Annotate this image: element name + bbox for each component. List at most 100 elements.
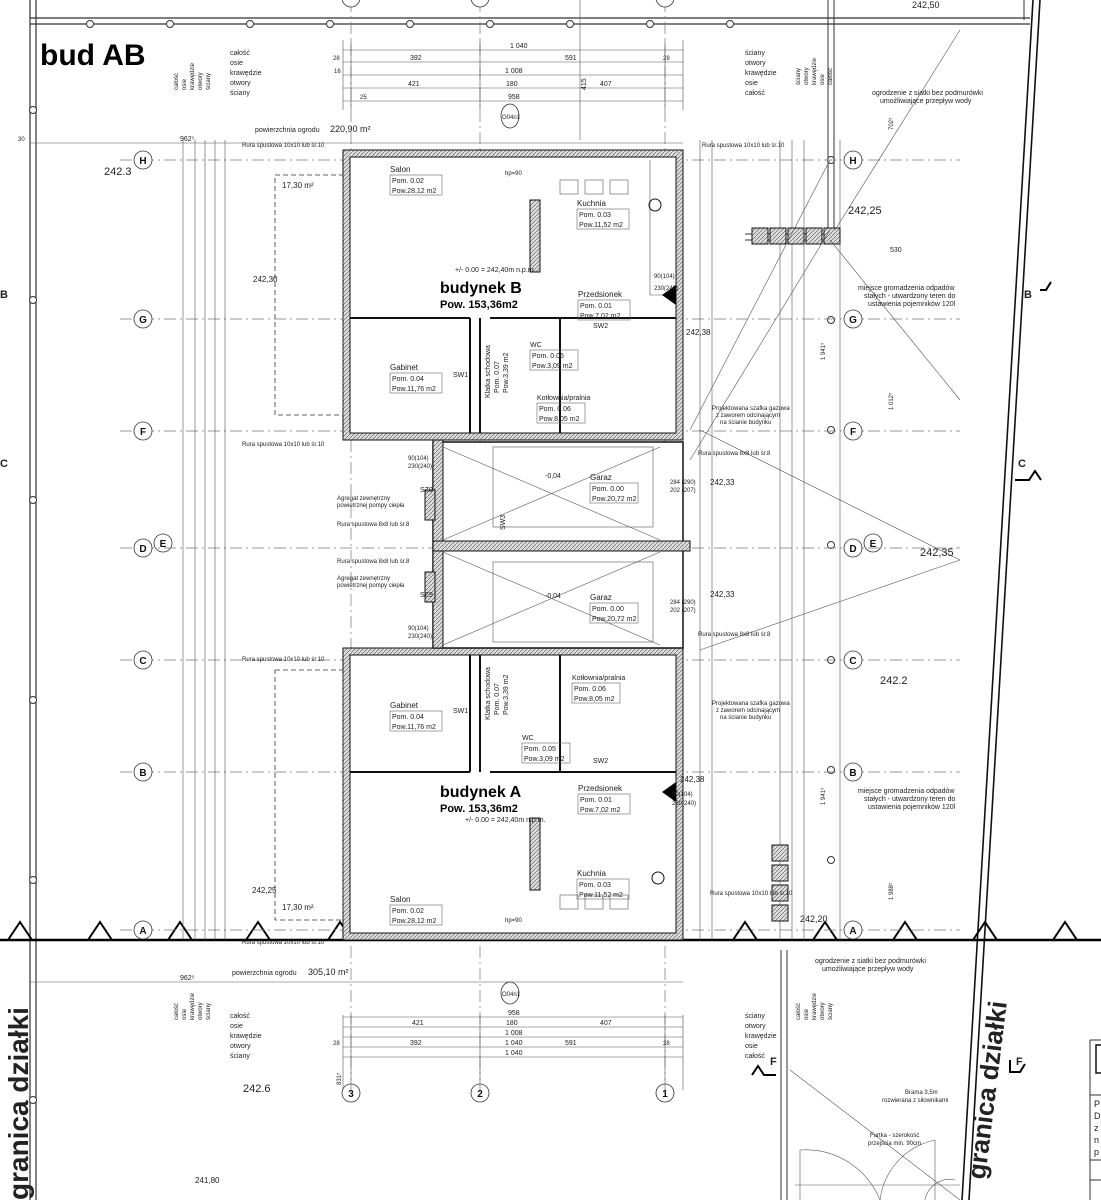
svg-text:Pom. 0.07: Pom. 0.07 <box>494 361 501 393</box>
svg-text:Pow.7,02 m2: Pow.7,02 m2 <box>580 313 621 320</box>
svg-text:Pow.8,05 m2: Pow.8,05 m2 <box>539 416 580 423</box>
note: hp=90 <box>505 171 523 177</box>
dimension-legend-item: osie <box>745 1043 758 1050</box>
elevation: 241,80 <box>195 1176 220 1185</box>
building-b-level: +/- 0.00 = 242,40m n.p.m. <box>455 267 536 274</box>
section-markers: B B C C F F <box>0 281 1052 1076</box>
svg-text:Pow.11,76 m2: Pow.11,76 m2 <box>392 724 436 731</box>
dimension-legend-item: osie <box>230 1023 243 1030</box>
note: na ścianie budynku <box>720 715 771 721</box>
elevation: 242,38 <box>686 328 711 337</box>
note: SW2 <box>593 323 608 330</box>
grid-bubble-d <box>133 538 153 558</box>
dimension-legend-item: ściany <box>745 50 765 57</box>
boundary-marker <box>87 920 113 941</box>
note: SW3 <box>500 515 507 530</box>
note: 230(240) <box>672 801 696 807</box>
boundary-marker <box>7 920 33 941</box>
terrace-area: 17,30 m² <box>282 903 314 912</box>
svg-text:Przedsionek: Przedsionek <box>578 290 623 299</box>
svg-text:Klatka schodowa: Klatka schodowa <box>485 345 492 398</box>
boundary-marker <box>892 920 918 941</box>
building-b-name: budynek B <box>440 280 522 297</box>
dimension-legend-item: osie <box>804 1008 810 1020</box>
grid-bubble-f <box>133 421 153 441</box>
note: stałych - utwardzony teren do <box>864 796 956 803</box>
svg-text:Gabinet: Gabinet <box>390 363 419 372</box>
gate-and-wicket <box>789 1069 961 1200</box>
svg-text:Pow.3,09 m2: Pow.3,09 m2 <box>532 363 573 370</box>
svg-text:Pow.20,72 m2: Pow.20,72 m2 <box>592 616 636 623</box>
dim-height: 415 <box>581 78 588 90</box>
dim-opening: 421 <box>412 1020 424 1027</box>
svg-text:284 (290): 284 (290) <box>670 600 696 606</box>
note: miejsce gromadzenia odpadów <box>858 285 955 292</box>
dimension-legend-item: otwory <box>198 72 204 90</box>
elevation: 242,25 <box>252 886 277 895</box>
svg-text:Pom. 0.07: Pom. 0.07 <box>494 683 501 715</box>
dim-opening: 180 <box>506 1020 518 1027</box>
dimension-legend-item: otwory <box>230 1043 251 1050</box>
title-block-text: D <box>1094 1111 1101 1121</box>
note: Furtka - szerokość <box>870 1133 919 1139</box>
note: SW1 <box>453 708 468 715</box>
dimension-legend-item: ściany <box>230 90 250 97</box>
grid-label: C <box>849 656 856 667</box>
note: 530 <box>890 247 902 254</box>
garages <box>424 439 691 649</box>
section-c-left: C <box>0 458 8 470</box>
elevation: 242,30 <box>253 275 278 284</box>
dimension-legend-item: otwory <box>804 67 810 85</box>
note: 90(104) <box>654 274 675 280</box>
svg-text:Garaz: Garaz <box>590 473 612 482</box>
note: Rura spustowa 10x10 lub śr.10 <box>710 891 793 897</box>
title-block-text: P <box>1094 1099 1100 1109</box>
building-b <box>274 149 684 441</box>
grid-bubble-a <box>843 920 863 940</box>
grid-label: B <box>139 768 146 779</box>
dim-axis: 392 <box>410 1040 422 1047</box>
note: ogrodzenie z siatki bez podmurówki <box>815 958 926 965</box>
dimension-legend-item: osie <box>820 73 826 85</box>
elevation: 242,50 <box>912 0 940 10</box>
dimension-legend-item: całość <box>230 1013 250 1020</box>
note: stałych - utwardzony teren do <box>864 293 956 300</box>
dimension-legend-item: ściany <box>230 1053 250 1060</box>
boundary-marker <box>245 920 271 941</box>
dimension-legend-item: krawędzie <box>230 70 262 77</box>
svg-text:Pow.11,52 m2: Pow.11,52 m2 <box>579 892 623 899</box>
window-tags: O04n1 O04n1 <box>500 103 521 1005</box>
dimension-legend-item: ściany <box>828 1003 834 1020</box>
dimension-legend-item: ściany <box>745 1013 765 1020</box>
dimension-legend-item: osie <box>182 78 188 90</box>
svg-text:Pom. 0.02: Pom. 0.02 <box>392 178 424 185</box>
dimension-legend-item: całość <box>796 1003 802 1020</box>
grid-label: A <box>139 926 146 937</box>
garden-area-label: powierzchnia ogrodu <box>232 970 297 977</box>
note: 90(104) <box>408 456 429 462</box>
svg-text:Pom. 0.00: Pom. 0.00 <box>592 606 624 613</box>
title-block-text: z <box>1094 1123 1099 1133</box>
svg-text:Przedsionek: Przedsionek <box>578 784 623 793</box>
dim-height: 831⁵ <box>336 1072 343 1085</box>
dim-walls: 958 <box>508 1010 520 1017</box>
grid-label: H <box>139 156 146 167</box>
note: miejsce gromadzenia odpadów <box>858 788 955 795</box>
elevation: 242,33 <box>710 478 735 487</box>
svg-text:Salon: Salon <box>390 895 410 904</box>
note: 90(104) <box>672 792 693 798</box>
svg-text:202 (207): 202 (207) <box>670 608 696 614</box>
grid-label: E <box>160 539 167 550</box>
note: 702⁵ <box>888 117 895 130</box>
svg-text:Pom. 0.06: Pom. 0.06 <box>539 406 571 413</box>
title-block-text: p <box>1094 1147 1099 1157</box>
grid-bubble-g <box>843 309 863 329</box>
